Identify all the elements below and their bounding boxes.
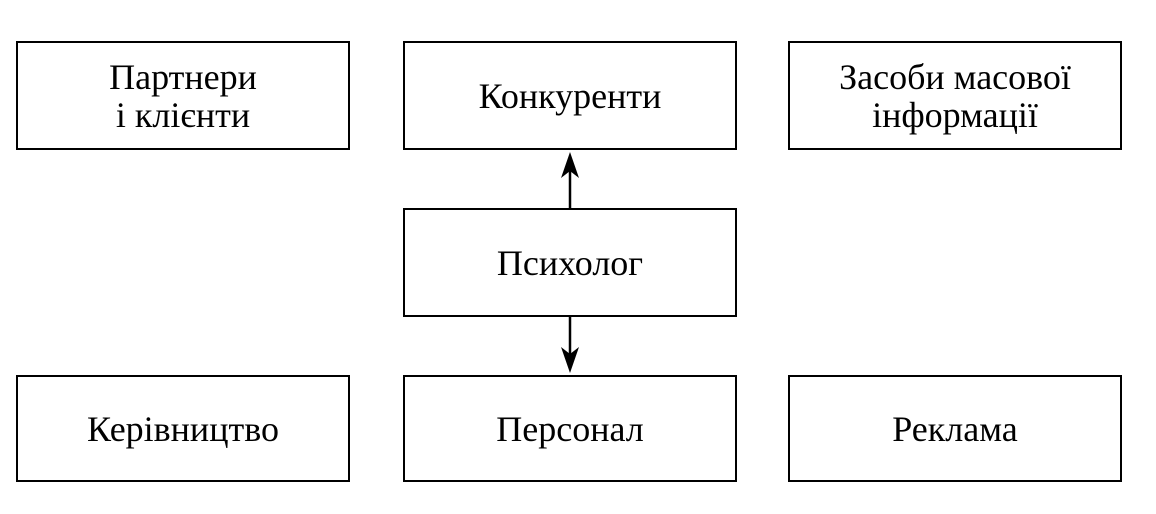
node-advertising-label: Реклама xyxy=(892,408,1018,449)
arrow-psychologist-to-personnel xyxy=(561,317,579,373)
node-mass-media: Засоби масової інформації xyxy=(788,41,1122,150)
node-personnel-label: Персонал xyxy=(496,408,644,449)
node-psychologist-label: Психолог xyxy=(496,242,644,283)
arrow-psychologist-to-competitors xyxy=(561,152,579,208)
node-partners-line1: Партнери xyxy=(109,56,257,97)
node-advertising: Реклама xyxy=(788,375,1122,482)
node-partners-line2: і клієнти xyxy=(115,94,251,135)
node-psychologist: Психолог xyxy=(403,208,737,317)
node-competitors: Конкуренти xyxy=(403,41,737,150)
node-competitors-label: Конкуренти xyxy=(478,75,662,116)
node-partners-and-clients: Партнери і клієнти xyxy=(16,41,350,150)
node-media-line1: Засоби масової xyxy=(839,56,1071,97)
node-management: Керівництво xyxy=(16,375,350,482)
node-management-label: Керівництво xyxy=(87,408,279,449)
node-media-line2: інформації xyxy=(872,94,1038,135)
node-personnel: Персонал xyxy=(403,375,737,482)
